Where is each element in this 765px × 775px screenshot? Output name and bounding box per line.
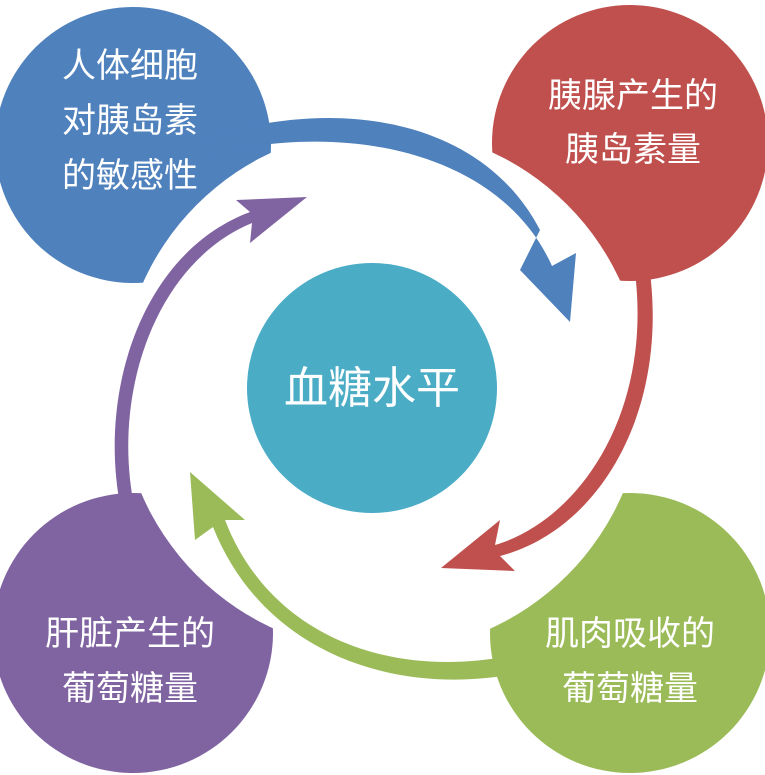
node-label-sensitivity: 人体细胞 对胰岛素 的敏感性 bbox=[62, 46, 198, 196]
node-label-liver: 肝脏产生的 葡萄糖量 bbox=[45, 614, 215, 709]
svg-text:的敏感性: 的敏感性 bbox=[62, 156, 198, 196]
svg-text:葡萄糖量: 葡萄糖量 bbox=[62, 669, 198, 709]
node-label-insulin: 胰腺产生的 胰岛素量 bbox=[548, 76, 718, 170]
center-circle bbox=[247, 263, 497, 513]
arrow-blue bbox=[197, 118, 576, 322]
node-label-muscle: 肌肉吸收的 葡萄糖量 bbox=[545, 614, 715, 709]
center-label: 血糖水平 bbox=[284, 363, 460, 414]
svg-text:肌肉吸收的: 肌肉吸收的 bbox=[545, 614, 715, 654]
svg-text:对胰岛素: 对胰岛素 bbox=[62, 101, 198, 141]
arrow-green bbox=[190, 472, 558, 680]
svg-text:胰腺产生的: 胰腺产生的 bbox=[548, 76, 718, 116]
svg-text:肝脏产生的: 肝脏产生的 bbox=[45, 614, 215, 654]
svg-text:人体细胞: 人体细胞 bbox=[62, 46, 198, 86]
svg-text:葡萄糖量: 葡萄糖量 bbox=[562, 669, 698, 709]
svg-text:胰岛素量: 胰岛素量 bbox=[565, 130, 701, 170]
